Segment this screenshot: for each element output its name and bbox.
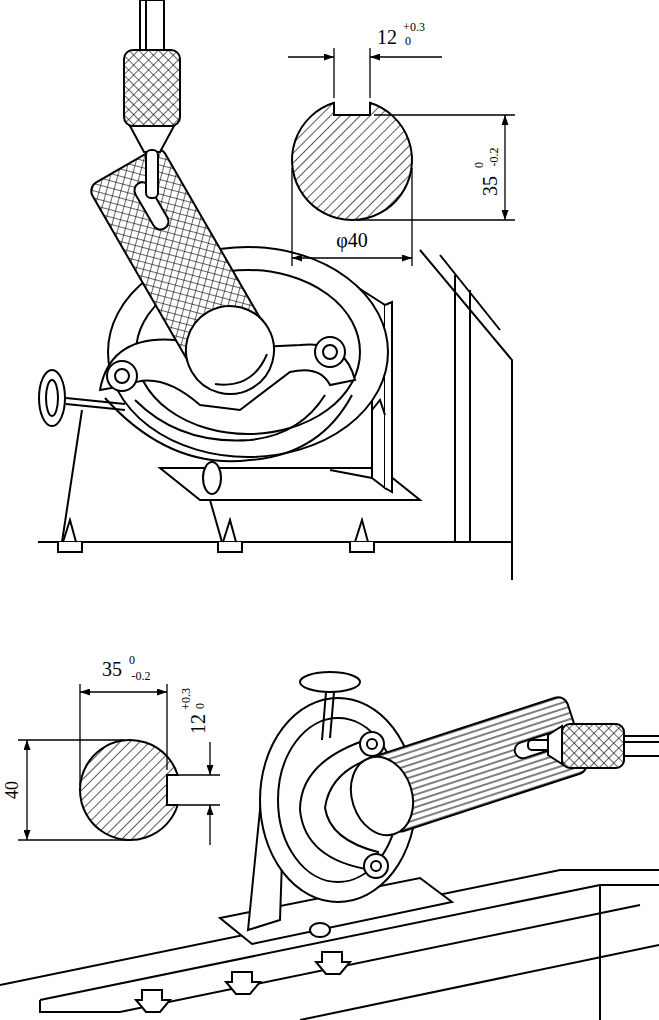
dividing-head	[371, 861, 381, 871]
machine-table	[355, 520, 368, 542]
shaft-section	[80, 740, 178, 840]
machine-table	[226, 972, 260, 994]
dividing-head	[367, 739, 377, 749]
machine-table	[420, 250, 512, 580]
milling-cutter	[624, 741, 659, 743]
dimension-lines	[172, 774, 220, 775]
milling-cutter	[548, 726, 562, 764]
machine-table	[58, 542, 82, 552]
angle-plate	[330, 470, 372, 478]
dimension-lines	[18, 839, 124, 840]
dimension-lines	[333, 48, 334, 98]
dimension-lines	[356, 219, 515, 220]
workpiece-shaft	[215, 354, 273, 394]
dimension-text: 0	[128, 654, 136, 666]
shaft-section	[80, 740, 178, 840]
lever-handle	[46, 380, 58, 416]
dimension-lines	[292, 257, 412, 258]
lever-handle	[62, 410, 82, 542]
shaft-section	[292, 103, 412, 220]
dimension-lines	[79, 684, 80, 785]
dividing-head	[105, 395, 352, 461]
dividing-head	[364, 854, 388, 878]
lever-handle	[210, 500, 222, 542]
dimension-text: 0	[404, 35, 412, 47]
milling-cutter	[140, 0, 164, 50]
dimension-lines	[370, 56, 442, 57]
dimension-lines	[369, 48, 370, 98]
dimension-lines	[411, 168, 412, 266]
milling-cutter	[130, 126, 174, 152]
dimension-text: 35	[480, 175, 500, 197]
milling-cutter	[124, 0, 180, 198]
dimension-lines	[209, 805, 210, 845]
milling-cutter	[528, 724, 659, 768]
dimension-lines	[18, 684, 220, 845]
dividing-head	[300, 672, 360, 692]
machine-table	[120, 905, 640, 1012]
machine-table	[469, 290, 471, 542]
dividing-head	[360, 732, 384, 756]
dimension-text: 40	[3, 780, 21, 800]
dividing-head	[135, 395, 325, 441]
milling-cutter	[124, 50, 180, 126]
dimension-text: 35	[101, 659, 123, 679]
dividing-head	[310, 923, 330, 937]
dimension-text: 12	[376, 27, 398, 47]
dimension-text: +0.3	[402, 21, 426, 33]
dimension-lines	[18, 739, 124, 740]
machine-table	[136, 990, 170, 1012]
workpiece-shaft	[86, 144, 290, 410]
machine-table	[218, 542, 242, 552]
dividing-head	[322, 692, 326, 740]
machine-table	[454, 275, 456, 542]
machine-table	[300, 945, 659, 1020]
milling-cutter	[562, 724, 624, 768]
machine-table	[38, 541, 512, 543]
dividing-head	[107, 361, 137, 391]
milling-cutter	[528, 740, 550, 750]
shaft-section	[292, 103, 412, 220]
dimension-lines	[374, 114, 515, 115]
milling-cutter	[146, 150, 158, 198]
lever-handle	[203, 462, 221, 494]
dimension-text: φ40	[335, 230, 369, 250]
angle-plate	[372, 400, 385, 415]
dividing-head	[315, 337, 345, 367]
dimension-lines	[291, 168, 292, 266]
dimension-lines	[504, 115, 505, 220]
dimension-text: +0.3	[180, 687, 192, 711]
dimension-text: -0.2	[131, 670, 152, 682]
dimension-lines	[209, 742, 210, 775]
dimension-lines	[26, 740, 27, 840]
dimension-text: 0	[473, 161, 485, 169]
dimension-lines	[172, 804, 220, 805]
dimension-lines	[166, 684, 167, 770]
lever-handle	[39, 370, 65, 426]
dimension-text: 12	[188, 713, 208, 735]
dividing-head	[323, 345, 337, 359]
dimension-text: -0.2	[488, 147, 500, 168]
dimension-lines	[80, 691, 167, 692]
machine-table	[350, 542, 374, 552]
lever-handle	[66, 398, 125, 404]
milling-cutter	[145, 0, 147, 50]
dimension-lines	[288, 48, 515, 266]
machine-table	[223, 520, 236, 542]
dividing-head	[330, 692, 334, 738]
workpiece-shaft	[170, 290, 290, 410]
machine-table	[599, 885, 601, 1020]
dividing-head	[115, 369, 129, 383]
workpiece-shaft	[341, 749, 423, 844]
dimension-text: 0	[194, 702, 206, 710]
dimension-lines	[288, 56, 334, 57]
machine-table	[316, 952, 350, 974]
machine-table	[40, 1000, 120, 1012]
workpiece-shaft	[341, 695, 589, 844]
milling-cutter	[624, 736, 659, 756]
